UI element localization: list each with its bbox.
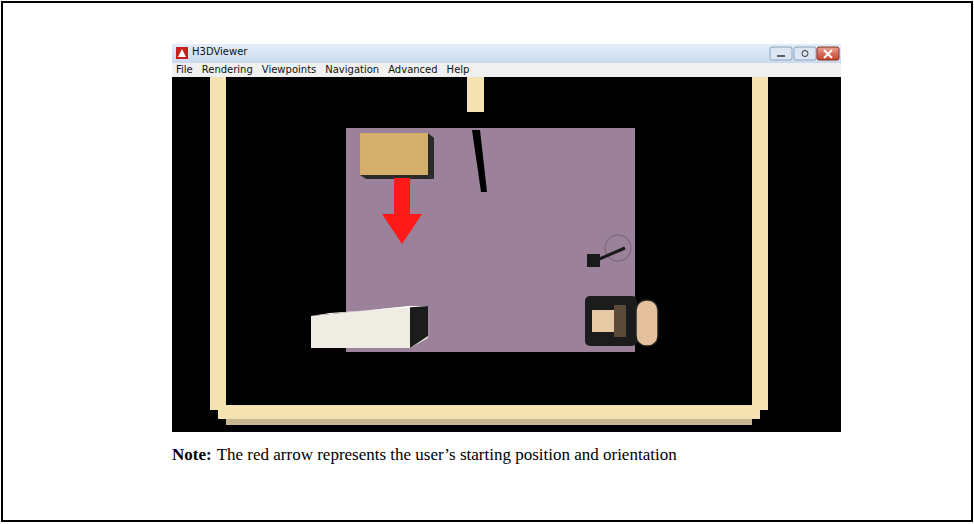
window-title: H3DViewer <box>192 46 247 57</box>
table-box <box>360 133 434 179</box>
walls <box>210 77 768 425</box>
menu-item: Navigation <box>325 64 379 75</box>
note-text: The red arrow represents the user’s star… <box>217 443 720 466</box>
chair <box>585 296 658 346</box>
cabinet-box <box>311 306 428 348</box>
window <box>172 44 841 432</box>
start-arrow <box>382 178 422 244</box>
note-heading: Note: <box>172 443 212 466</box>
title-bar <box>172 44 841 63</box>
lamp <box>587 235 631 267</box>
menu-item: Rendering <box>202 64 253 75</box>
menu-item: File <box>176 64 193 75</box>
menu-item: Viewpoints <box>262 64 316 75</box>
app-icon <box>176 47 188 59</box>
menu-item: Help <box>447 64 470 75</box>
partition <box>472 130 487 192</box>
menu-item: Advanced <box>388 64 437 75</box>
menu-bar <box>172 63 841 77</box>
window-buttons <box>770 47 839 60</box>
